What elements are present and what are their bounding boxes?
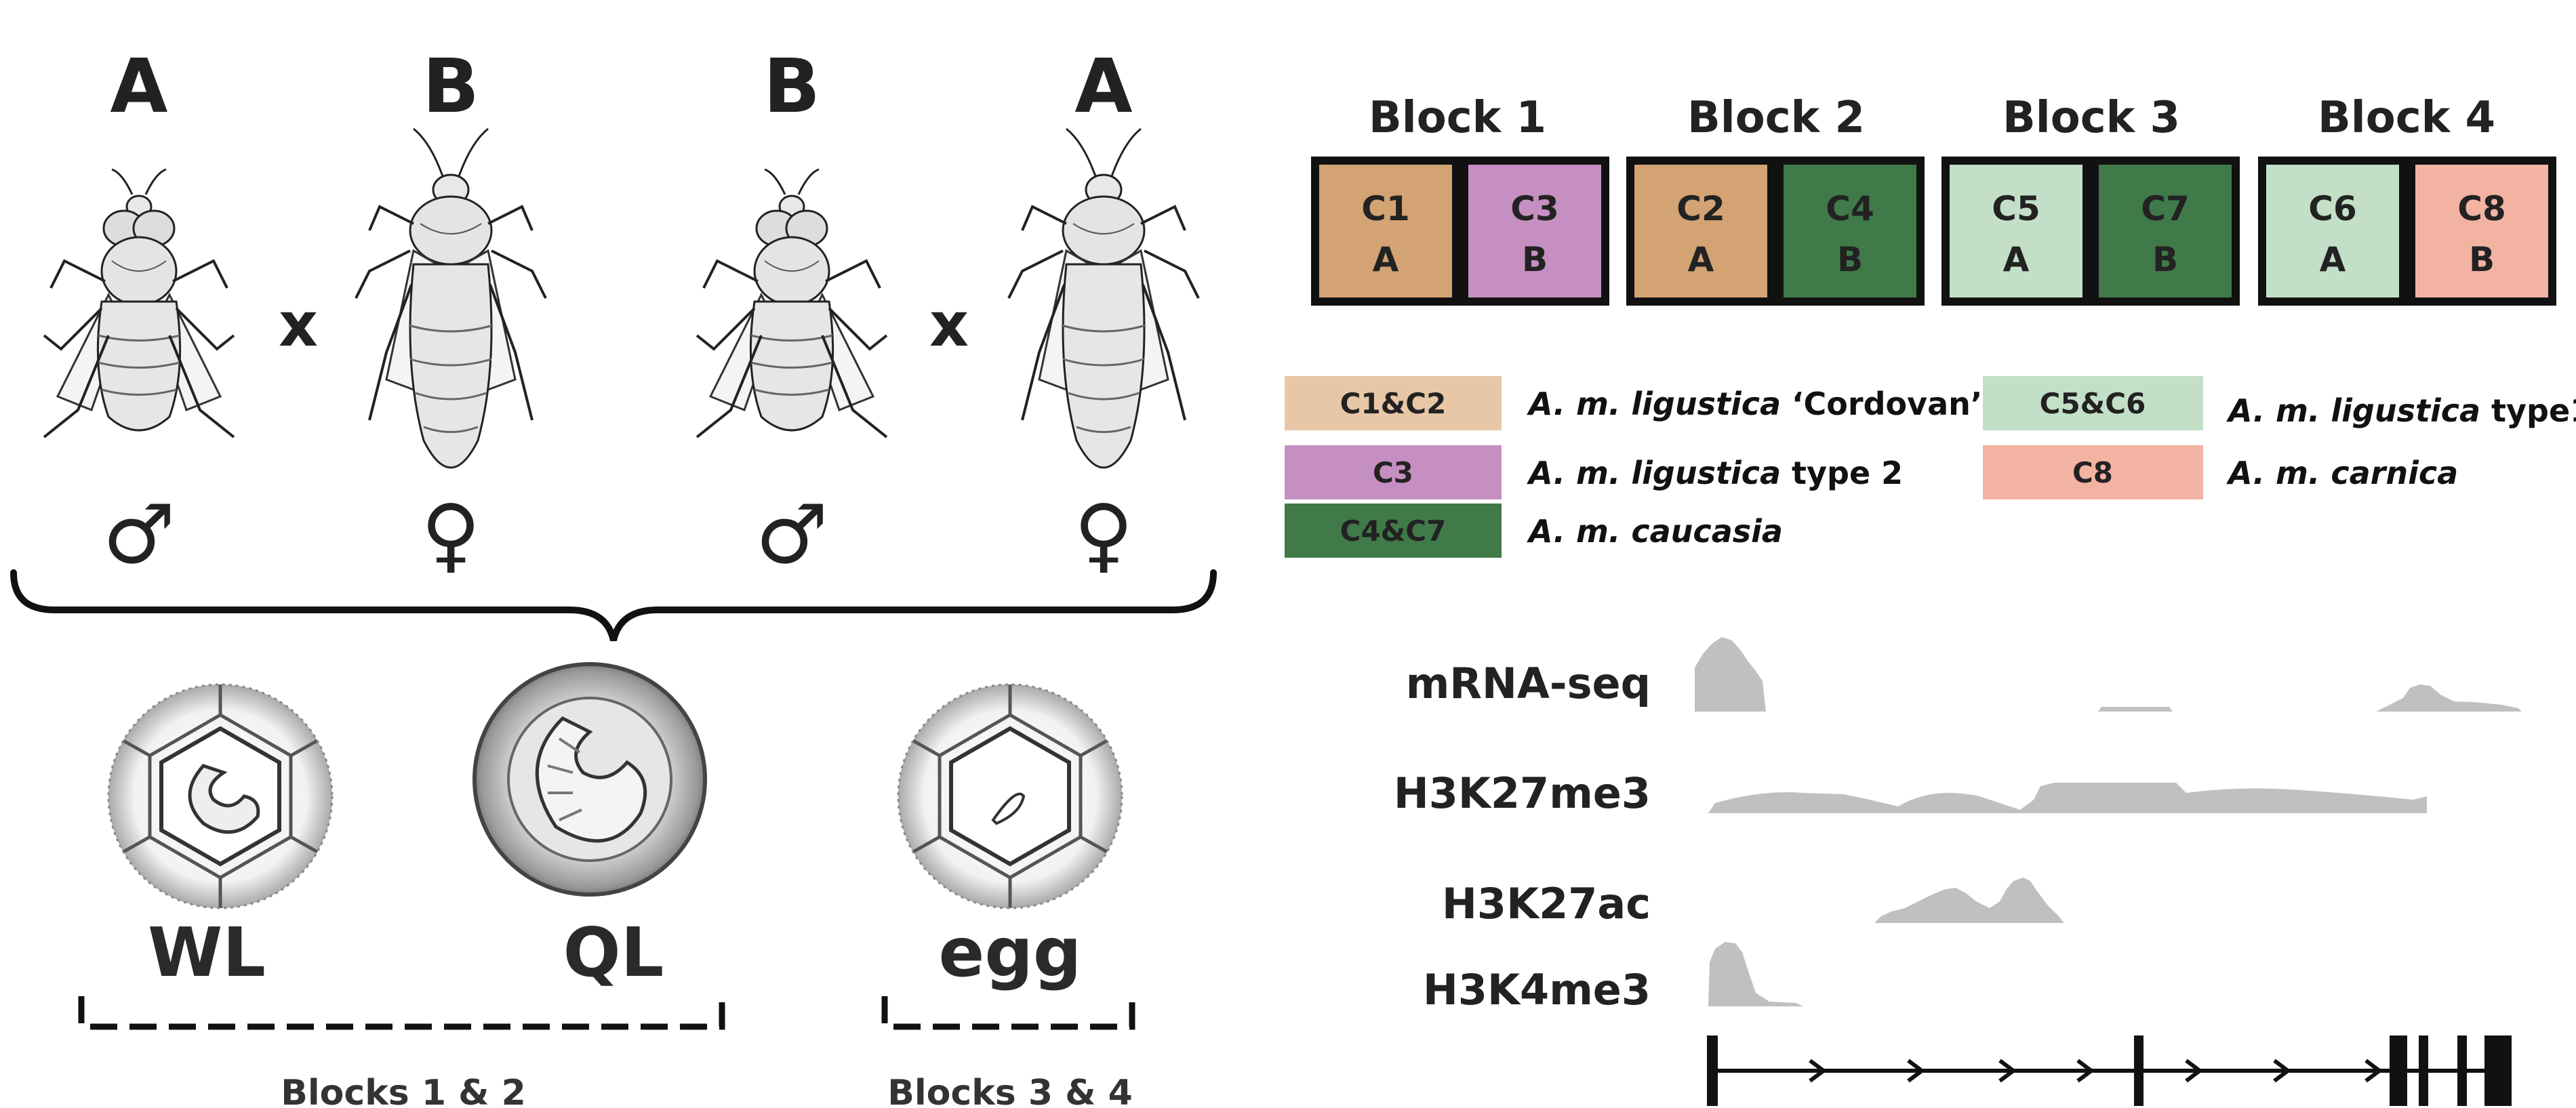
legend-swatch [1983,376,2203,430]
block-title-3: Block 3 [2003,93,2180,143]
legend-key: C3 [1373,456,1413,489]
colony-box [1311,157,1460,306]
track-label-mrna-seq: mRNA-seq [1406,659,1651,708]
drone-illustration-2 [696,168,888,438]
legend-swatch [1285,504,1502,558]
colony-box [1775,157,1925,306]
colony-box [1626,157,1775,306]
colony-id: C4 [1826,189,1874,228]
colony-box [2258,157,2407,306]
female-symbol-1: ♀ [421,488,481,582]
colony-type: A [2320,240,2346,279]
legend: C1&C2 A. m. ligustica ‘Cordovan’ C3 A. m… [1285,376,2576,558]
block-title-2: Block 2 [1687,93,1865,143]
track-label-h3k27ac: H3K27ac [1442,879,1651,928]
legend-description: A. m. carnica [2226,455,2458,491]
legend-description: A. m. ligustica ‘Cordovan’ [1527,386,1982,422]
legend-key: C1&C2 [1340,387,1447,420]
colony-id: C6 [2308,189,2356,228]
stage-panel: WL QL egg Blocks 1 & 2 Blocks 3 & 4 [78,662,1135,1108]
colony-type: A [2003,240,2030,279]
h3k27me3-signal [1708,783,2427,813]
egg-cell-icon [898,684,1122,908]
legend-key: C5&C6 [2040,387,2146,420]
colony-id: C8 [2457,189,2505,228]
colony-type: B [1522,240,1548,279]
colony-type: B [2152,240,2178,279]
mrna-seq-signal [1651,637,2522,712]
track-label-h3k27me3: H3K27me3 [1394,768,1651,818]
colony-type: A [1373,240,1399,279]
block-title-1: Block 1 [1369,93,1546,143]
drone-illustration-1 [43,168,235,438]
legend-description: A. m. ligustica type1 [2226,392,2576,429]
legend-swatch [1285,445,1502,499]
colony-box [1460,157,1609,306]
bracket-blocks-3-4 [881,996,1135,1030]
stage-label-egg: egg [939,913,1082,992]
queen-illustration-1 [355,127,547,469]
bracket-blocks-1-2 [78,996,725,1030]
worker-larva-cell-icon [108,684,332,908]
cross-panel: A B B A x x ♂ ♀ ♂ ♀ [10,43,1217,642]
stage-label-wl: WL [148,913,266,992]
colony-id: C7 [2141,189,2189,228]
stage-label-ql: QL [563,913,664,992]
legend-swatch [1983,445,2203,499]
legend-key: C8 [2072,456,2113,489]
colony-box [2407,157,2556,306]
genome-tracks: mRNA-seq H3K27me3 H3K27ac H3K4me3 [1394,637,2522,1106]
colony-type: B [1837,240,1863,279]
cross-symbol-2: x [929,289,969,361]
queen-larva-cell-icon [472,662,707,897]
legend-swatch [1285,376,1502,430]
cross-letter-2: B [422,43,479,129]
colony-box [1941,157,2091,306]
male-symbol-1: ♂ [102,488,176,582]
block-title-4: Block 4 [2318,93,2495,143]
cross-symbol-1: x [279,289,318,361]
h3k27ac-signal [1874,878,2064,923]
grouping-brace [10,569,1217,642]
male-symbol-2: ♂ [755,488,828,582]
colony-type: B [2469,240,2495,279]
blocks-label-3-4: Blocks 3 & 4 [887,1073,1133,1108]
colony-box [2091,157,2240,306]
colony-id: C5 [1992,189,2040,228]
legend-key: C4&C7 [1340,514,1447,548]
gene-model [1707,1035,2512,1106]
colony-type: A [1688,240,1714,279]
track-label-h3k4me3: H3K4me3 [1423,965,1651,1014]
blocks-label-1-2: Blocks 1 & 2 [281,1073,526,1108]
blocks-panel: Block 1 C1 A C3 B Block 2 C2 A C4 B Bloc… [1311,93,2556,306]
cross-letter-3: B [763,43,820,129]
cross-letter-1: A [110,43,167,129]
queen-illustration-2 [1007,127,1200,469]
colony-id: C2 [1676,189,1725,228]
legend-description: A. m. ligustica type 2 [1527,455,1903,491]
female-symbol-2: ♀ [1074,488,1133,582]
colony-id: C1 [1361,189,1409,228]
cross-letter-4: A [1074,43,1132,129]
colony-id: C3 [1510,189,1558,228]
h3k4me3-signal [1708,942,1803,1006]
legend-description: A. m. caucasia [1527,513,1783,550]
